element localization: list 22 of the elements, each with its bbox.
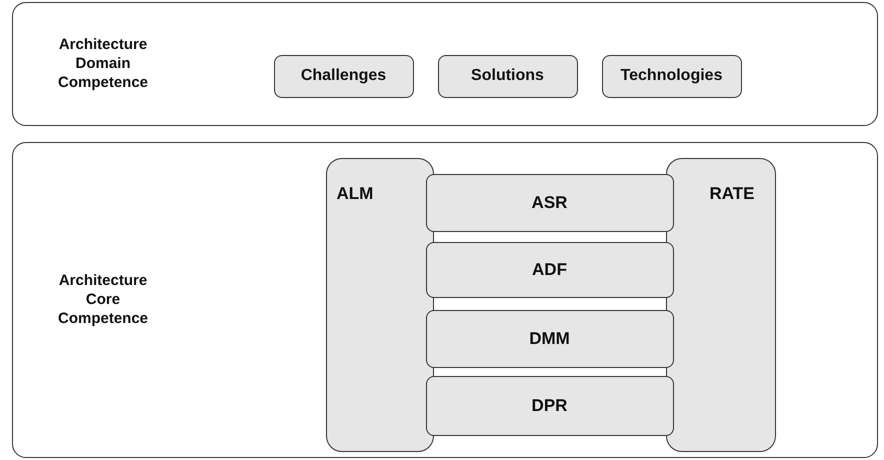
node-label: Challenges <box>300 66 386 86</box>
topic-box <box>602 54 742 98</box>
node-label: DMM <box>529 328 570 350</box>
side-panel <box>666 158 776 452</box>
node-label: DPR <box>532 394 568 417</box>
topic-box <box>438 54 578 98</box>
competence-band <box>12 2 878 126</box>
node-label: Technologies <box>620 66 722 86</box>
node-label: Solutions <box>471 66 544 86</box>
node-label: Architecture Core Competence <box>56 271 150 328</box>
node-label: ALM <box>336 182 374 204</box>
side-panel <box>326 158 434 452</box>
node-label: RATE <box>709 182 754 204</box>
layer-box <box>426 376 674 436</box>
competence-band <box>12 142 878 458</box>
layer-box <box>426 310 674 368</box>
topic-box <box>274 54 414 98</box>
node-label: Architecture Domain Competence <box>56 35 150 92</box>
layer-box <box>426 174 674 232</box>
node-label: ASR <box>532 192 568 214</box>
layer-box <box>426 242 674 298</box>
node-label: ADF <box>532 258 567 281</box>
